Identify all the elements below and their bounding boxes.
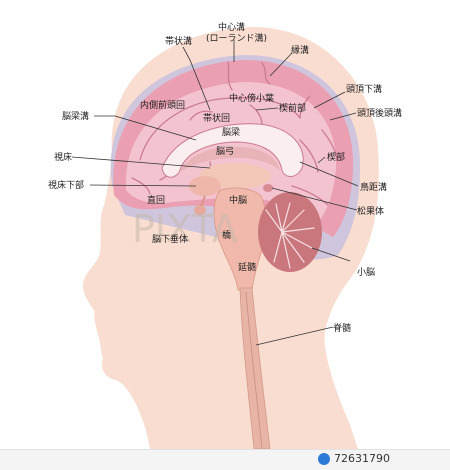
label-cerebellum: 小脳 [357,266,375,278]
arbor-vitae [265,202,315,269]
pituitary-gland [194,205,206,215]
label-central-sulcus: 中心溝 [218,21,245,33]
label-pineal-body: 松果体 [357,205,384,217]
label-spinal-cord: 脊髄 [333,322,351,334]
label-cingulate-sulcus: 帯状溝 [165,35,192,47]
leader-lines [71,40,359,346]
footer-bar: 72631790 [0,449,450,470]
fornix [180,146,280,172]
label-central-sulcus-alt: (ローランド溝) [206,32,267,44]
cerebellum [258,192,322,272]
label-subparietal-sulcus: 頭頂下溝 [346,83,382,95]
label-calcarine-sulcus: 鳥距溝 [360,181,387,193]
label-pons: 橋 [222,229,231,241]
label-corpus-callosum: 脳梁 [222,126,240,138]
watermark: PIXTA [132,207,238,251]
label-paracentral-lobule: 中心傍小葉 [229,92,274,104]
label-parieto-occipital-sulcus: 頭頂後頭溝 [357,107,402,119]
label-fornix: 脳弓 [216,145,234,157]
label-medial-frontal-gyrus: 内側前頭回 [140,99,185,111]
label-thalamus: 視床 [54,151,72,163]
hypothalamus [189,176,221,196]
label-medulla: 延髄 [238,261,256,273]
brainstem [213,187,267,291]
label-pituitary-gland: 脳下垂体 [152,233,188,245]
pineal-body [263,184,273,192]
spinal-canal [245,291,263,450]
label-midbrain: 中脳 [229,194,247,206]
pixta-logo [318,453,330,465]
labels: 中心溝 (ローランド溝) 帯状溝 縁溝 頭頂下溝 頭頂後頭溝 脳梁溝 内側前頭回… [48,21,402,334]
label-marginal-sulcus: 縁溝 [291,44,309,56]
label-cingulate-gyrus: 帯状回 [203,112,230,124]
label-gyrus-rectus: 直回 [147,194,165,206]
pituitary-stalk [200,195,206,207]
image-id: 72631790 [334,452,390,465]
label-hypothalamus: 視床下部 [48,179,84,191]
corpus-callosum [161,123,304,178]
label-cuneus: 楔部 [327,151,345,163]
label-callosal-sulcus: 脳梁溝 [62,110,89,122]
label-precuneus: 楔前部 [279,102,306,114]
